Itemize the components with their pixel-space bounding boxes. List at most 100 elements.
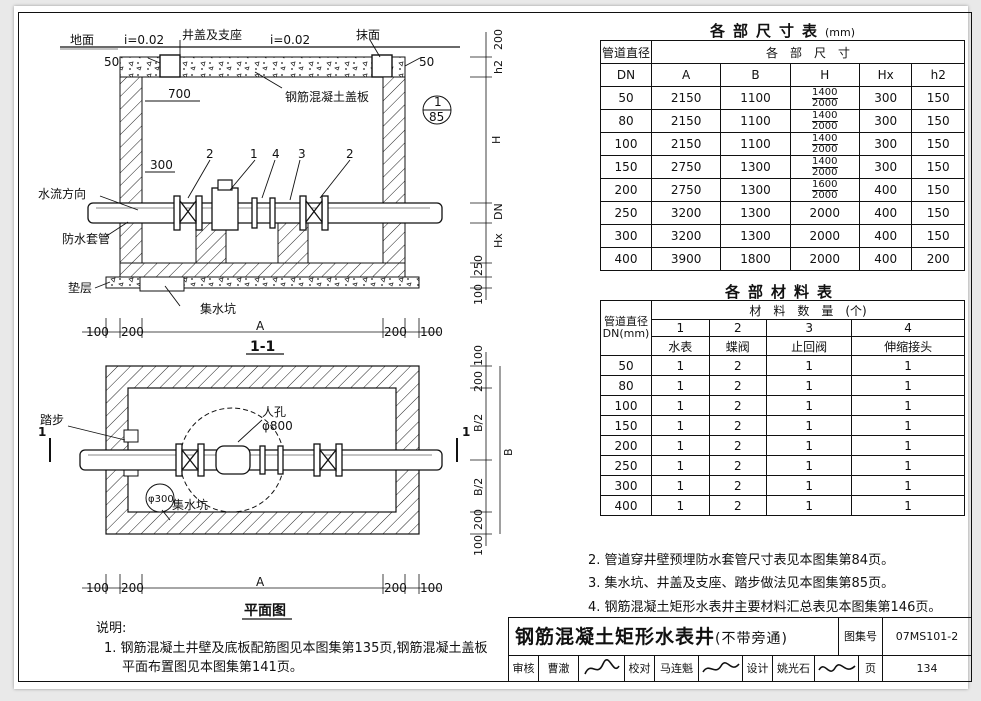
dim-cell-h2: 150: [911, 155, 965, 179]
dim-cell-dn: 300: [600, 224, 652, 248]
label-plan-200-bottom: 200: [472, 509, 485, 530]
label-dim-50-right: 50: [419, 55, 434, 69]
dim-cell-b: 1300: [720, 155, 791, 179]
mat-cell-0: 200: [600, 435, 652, 456]
dim-cell-b: 1100: [720, 132, 791, 156]
dim-cell-h2: 150: [911, 224, 965, 248]
mat-cell-0: 80: [600, 375, 652, 396]
dim-cell-h2: 150: [911, 86, 965, 110]
mat-num-2: 3: [766, 319, 853, 337]
mat-cell-1: 1: [651, 475, 710, 496]
label-cover-support: 井盖及支座: [182, 27, 242, 42]
dim-cell-a: 2150: [650, 109, 722, 133]
label-plan-bA: A: [256, 575, 265, 589]
dim-cell-dn: 80: [600, 109, 652, 133]
dim-head-dims: 各 部 尺 寸: [651, 40, 965, 64]
dim-cell-a: 2750: [650, 178, 722, 202]
drawing-subtitle: (不带旁通): [715, 631, 788, 647]
drawing-frame: [18, 12, 972, 682]
label-water-direction: 水流方向: [38, 186, 86, 201]
dim-table-title: 各部尺寸表(mm): [600, 20, 965, 41]
mat-cell-2: 2: [708, 375, 768, 396]
label-cover-plate: 钢筋混凝土盖板: [285, 89, 369, 104]
dim-col-0: DN: [600, 63, 652, 87]
dim-col-5: h2: [911, 63, 965, 87]
label-manhole: 人孔: [262, 405, 286, 419]
mat-cell-4: 1: [851, 435, 965, 456]
mat-cell-1: 1: [651, 415, 710, 436]
title-block: 钢筋混凝土矩形水表井(不带旁通) 图集号 07MS101-2 审核 曹澈 校对 …: [508, 617, 972, 682]
design-label: 设计: [743, 656, 773, 681]
label-plan-100-bottom: 100: [472, 535, 485, 556]
cushion-layer: [105, 276, 420, 289]
label-item-2a: 2: [206, 147, 214, 161]
plan-title: 平面图: [244, 603, 286, 619]
label-ref-top: 1: [434, 95, 442, 109]
dim-cell-a: 3200: [650, 201, 722, 225]
dim-cell-h2: 150: [911, 178, 965, 202]
dim-cell-b: 1100: [720, 109, 791, 133]
dim-cell-h: 2000: [789, 201, 860, 225]
note-3: 3. 集水坑、井盖及支座、踏步做法见本图集第85页。: [588, 576, 895, 591]
pipe-section: [87, 202, 443, 224]
note-1-line1: 1. 钢筋混凝土井壁及底板配筋图见本图集第135页,钢筋混凝土盖板: [104, 641, 488, 656]
label-plan-b100-left: 100: [86, 581, 109, 595]
mat-cell-0: 400: [600, 495, 652, 516]
dim-cell-dn: 200: [600, 178, 652, 202]
dim-cell-h2: 150: [911, 201, 965, 225]
dim-cell-hx: 300: [858, 86, 913, 110]
label-slope-right: i=0.02: [270, 33, 310, 47]
mat-cell-1: 1: [651, 435, 710, 456]
dim-cell-h: 2000: [789, 224, 860, 248]
notes-heading: 说明:: [96, 621, 127, 636]
sump-circle: [145, 483, 175, 513]
dim-cell-hx: 300: [858, 109, 913, 133]
label-dim-250: 250: [472, 255, 485, 276]
mat-cell-3: 1: [766, 455, 853, 476]
mat-cell-4: 1: [851, 495, 965, 516]
mat-cell-3: 1: [766, 395, 853, 416]
review-label: 审核: [509, 656, 539, 681]
left-wall: [119, 76, 143, 264]
mat-cell-2: 2: [708, 475, 768, 496]
dim-table-title-text: 各部尺寸表: [709, 22, 825, 40]
mat-num-1: 2: [708, 319, 768, 337]
mat-cell-1: 1: [651, 495, 710, 516]
mat-cell-4: 1: [851, 375, 965, 396]
page-number: 134: [916, 662, 938, 675]
label-plan-B2-bottom: B/2: [472, 478, 485, 496]
dim-col-1: A: [650, 63, 722, 87]
mat-name-3: 伸缩接头: [851, 336, 965, 356]
label-dim-bA: A: [256, 319, 265, 333]
label-plan-b100-right: 100: [420, 581, 443, 595]
designer-name: 姚光石: [773, 656, 815, 681]
dim-col-4: Hx: [858, 63, 913, 87]
label-item-2b: 2: [346, 147, 354, 161]
label-dim-300: 300: [150, 158, 173, 172]
label-dim-200-top: 200: [492, 29, 505, 50]
section-view: [60, 32, 492, 355]
dim-cell-dn: 150: [600, 155, 652, 179]
dim-cell-dn: 100: [600, 132, 652, 156]
dim-cell-h2: 150: [911, 132, 965, 156]
dim-cell-dn: 400: [600, 247, 652, 271]
